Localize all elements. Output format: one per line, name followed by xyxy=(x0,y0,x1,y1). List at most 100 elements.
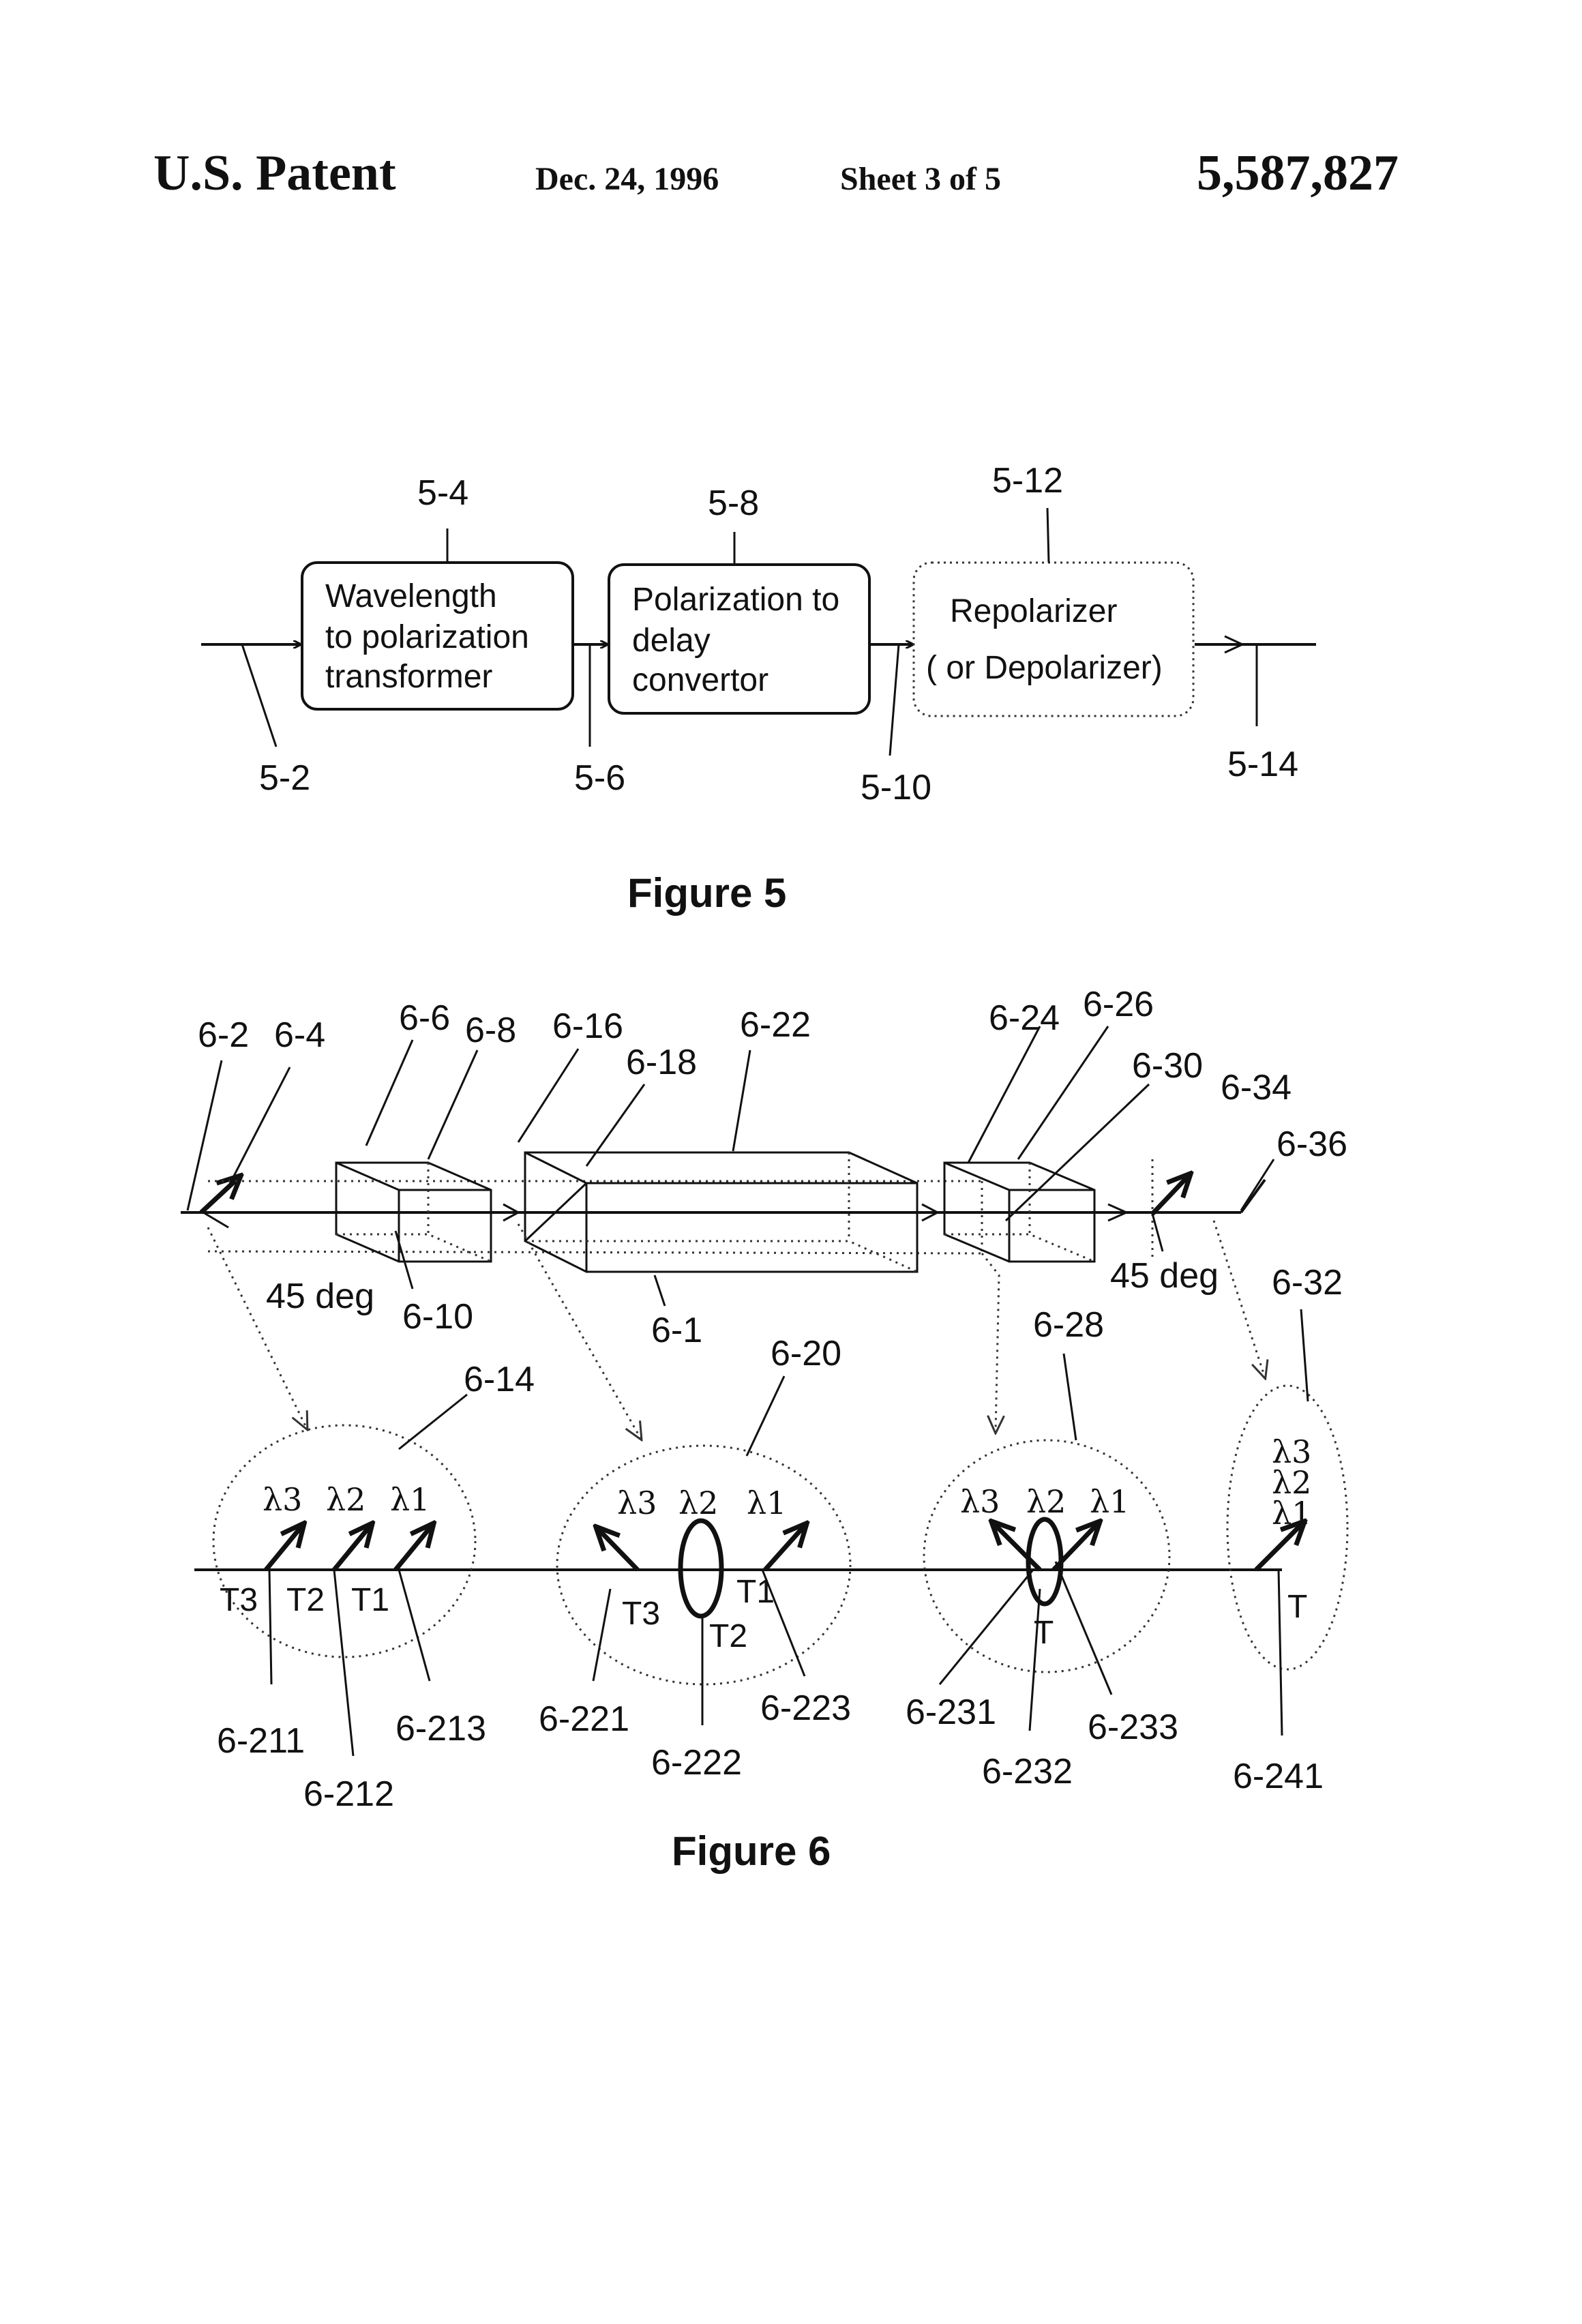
label-6-211: 6-211 xyxy=(217,1721,305,1761)
leader-6-221 xyxy=(593,1589,610,1681)
t3: T3 xyxy=(622,1596,660,1632)
lambda1: λ1 xyxy=(390,1481,430,1518)
diagram-6-14: λ3 λ2 λ1 T3 T2 T1 xyxy=(213,1395,475,1756)
label-6-36: 6-36 xyxy=(1277,1124,1347,1164)
label-6-241: 6-241 xyxy=(1233,1757,1324,1796)
diagram-6-20: λ3 λ2 λ1 T3 T2 T1 xyxy=(557,1376,850,1725)
lambda1: λ1 xyxy=(747,1485,786,1521)
diagram-6-28: λ3 λ2 λ1 T xyxy=(924,1354,1169,1731)
label-6-32: 6-32 xyxy=(1272,1263,1343,1302)
lambda2: λ2 xyxy=(1026,1483,1066,1520)
label-5-10: 5-10 xyxy=(861,768,931,807)
figure-6: 6-2 6-4 6-6 6-8 6-16 6-18 6-22 6-24 6-26… xyxy=(181,985,1347,1874)
pointer-6-14 xyxy=(208,1227,307,1429)
lambda3: λ3 xyxy=(960,1483,1000,1520)
pointer-6-32 xyxy=(1214,1221,1265,1377)
arrow-l2 xyxy=(334,1524,372,1570)
leader-6-28-line xyxy=(1064,1354,1076,1440)
leader-6-233 xyxy=(1056,1562,1111,1695)
lambda3: λ3 xyxy=(617,1485,657,1521)
label-6-14: 6-14 xyxy=(464,1360,535,1399)
leader-6-231 xyxy=(940,1570,1033,1684)
patent-date: Dec. 24, 1996 xyxy=(535,161,719,197)
leader-45deg-right xyxy=(1152,1214,1163,1251)
leader-5-10 xyxy=(890,644,899,756)
box1-text: Wavelength to polarization transformer xyxy=(325,578,538,695)
leader-6-2 xyxy=(188,1060,222,1210)
leader-6-6 xyxy=(366,1040,413,1146)
arrow-l3 xyxy=(266,1524,303,1570)
label-45deg-left: 45 deg xyxy=(266,1277,374,1316)
label-6-231: 6-231 xyxy=(906,1693,996,1732)
leader-6-32-line xyxy=(1301,1309,1308,1401)
label-6-4: 6-4 xyxy=(274,1015,325,1055)
figure-6-caption: Figure 6 xyxy=(672,1828,831,1874)
leader-6-22 xyxy=(733,1050,750,1151)
label-6-18: 6-18 xyxy=(626,1043,697,1082)
label-45deg-right: 45 deg xyxy=(1110,1256,1219,1296)
label-6-1: 6-1 xyxy=(651,1311,702,1350)
leader-6-18 xyxy=(586,1084,644,1166)
leader-5-12 xyxy=(1047,508,1049,563)
label-6-6: 6-6 xyxy=(399,998,450,1038)
label-6-213: 6-213 xyxy=(395,1709,486,1748)
label-6-26: 6-26 xyxy=(1083,985,1154,1024)
t2: T2 xyxy=(709,1618,747,1654)
beam-envelope xyxy=(208,1181,982,1253)
label-6-8: 6-8 xyxy=(465,1011,516,1050)
t: T xyxy=(1287,1589,1307,1625)
label-5-8: 5-8 xyxy=(708,483,759,523)
leader-6-30 xyxy=(1006,1084,1149,1221)
input-polarization-arrow xyxy=(201,1176,240,1212)
label-6-22: 6-22 xyxy=(740,1005,811,1045)
figure-5-caption: Figure 5 xyxy=(627,870,786,916)
label-6-233: 6-233 xyxy=(1088,1708,1178,1747)
lambda3: λ3 xyxy=(263,1481,302,1518)
output-polarization-arrow xyxy=(1152,1174,1190,1214)
label-6-28: 6-28 xyxy=(1033,1305,1104,1345)
patent-number: 5,587,827 xyxy=(1197,145,1399,201)
label-6-24: 6-24 xyxy=(989,998,1060,1038)
label-5-2: 5-2 xyxy=(259,758,310,798)
leader-6-8 xyxy=(428,1050,477,1159)
lambda1: λ1 xyxy=(1272,1495,1311,1532)
label-6-223: 6-223 xyxy=(760,1688,851,1728)
diagram-6-32: λ3 λ2 λ1 T xyxy=(1227,1309,1347,1735)
leader-6-20-line xyxy=(747,1376,784,1456)
label-6-212: 6-212 xyxy=(303,1774,394,1814)
arrow-l1 xyxy=(395,1524,433,1570)
lambda2: λ2 xyxy=(326,1481,365,1518)
figure-5: Wavelength to polarization transformer P… xyxy=(201,461,1316,916)
label-6-34: 6-34 xyxy=(1221,1068,1292,1107)
t1: T1 xyxy=(736,1574,775,1610)
pointer-6-28 xyxy=(982,1253,999,1432)
lambda2: λ2 xyxy=(678,1485,718,1521)
leader-6-1 xyxy=(655,1275,665,1306)
label-5-6: 5-6 xyxy=(574,758,625,798)
sheet-number: Sheet 3 of 5 xyxy=(840,161,1001,197)
t1: T1 xyxy=(351,1582,389,1618)
leader-6-26 xyxy=(1018,1026,1108,1159)
page-header: U.S. Patent Dec. 24, 1996 Sheet 3 of 5 5… xyxy=(153,145,1399,201)
label-6-16: 6-16 xyxy=(552,1007,623,1046)
arrow-l3 xyxy=(597,1528,638,1570)
leader-6-232 xyxy=(1030,1589,1040,1731)
label-5-4: 5-4 xyxy=(417,473,468,513)
leader-6-213 xyxy=(399,1570,430,1681)
leader-6-36 xyxy=(1241,1159,1274,1210)
patent-label: U.S. Patent xyxy=(153,145,396,201)
label-6-232: 6-232 xyxy=(982,1752,1073,1791)
label-6-2: 6-2 xyxy=(198,1015,249,1055)
lambda1: λ1 xyxy=(1090,1483,1129,1520)
leader-6-16 xyxy=(518,1049,578,1142)
arrow-l1 xyxy=(765,1524,806,1570)
label-6-20: 6-20 xyxy=(771,1334,841,1373)
leader-6-14-line xyxy=(399,1395,467,1449)
leader-6-223 xyxy=(762,1570,805,1676)
label-6-221: 6-221 xyxy=(539,1699,629,1739)
leader-6-212 xyxy=(334,1570,353,1756)
label-6-222: 6-222 xyxy=(651,1743,742,1783)
label-5-12: 5-12 xyxy=(992,461,1063,501)
leader-5-2 xyxy=(242,644,276,747)
